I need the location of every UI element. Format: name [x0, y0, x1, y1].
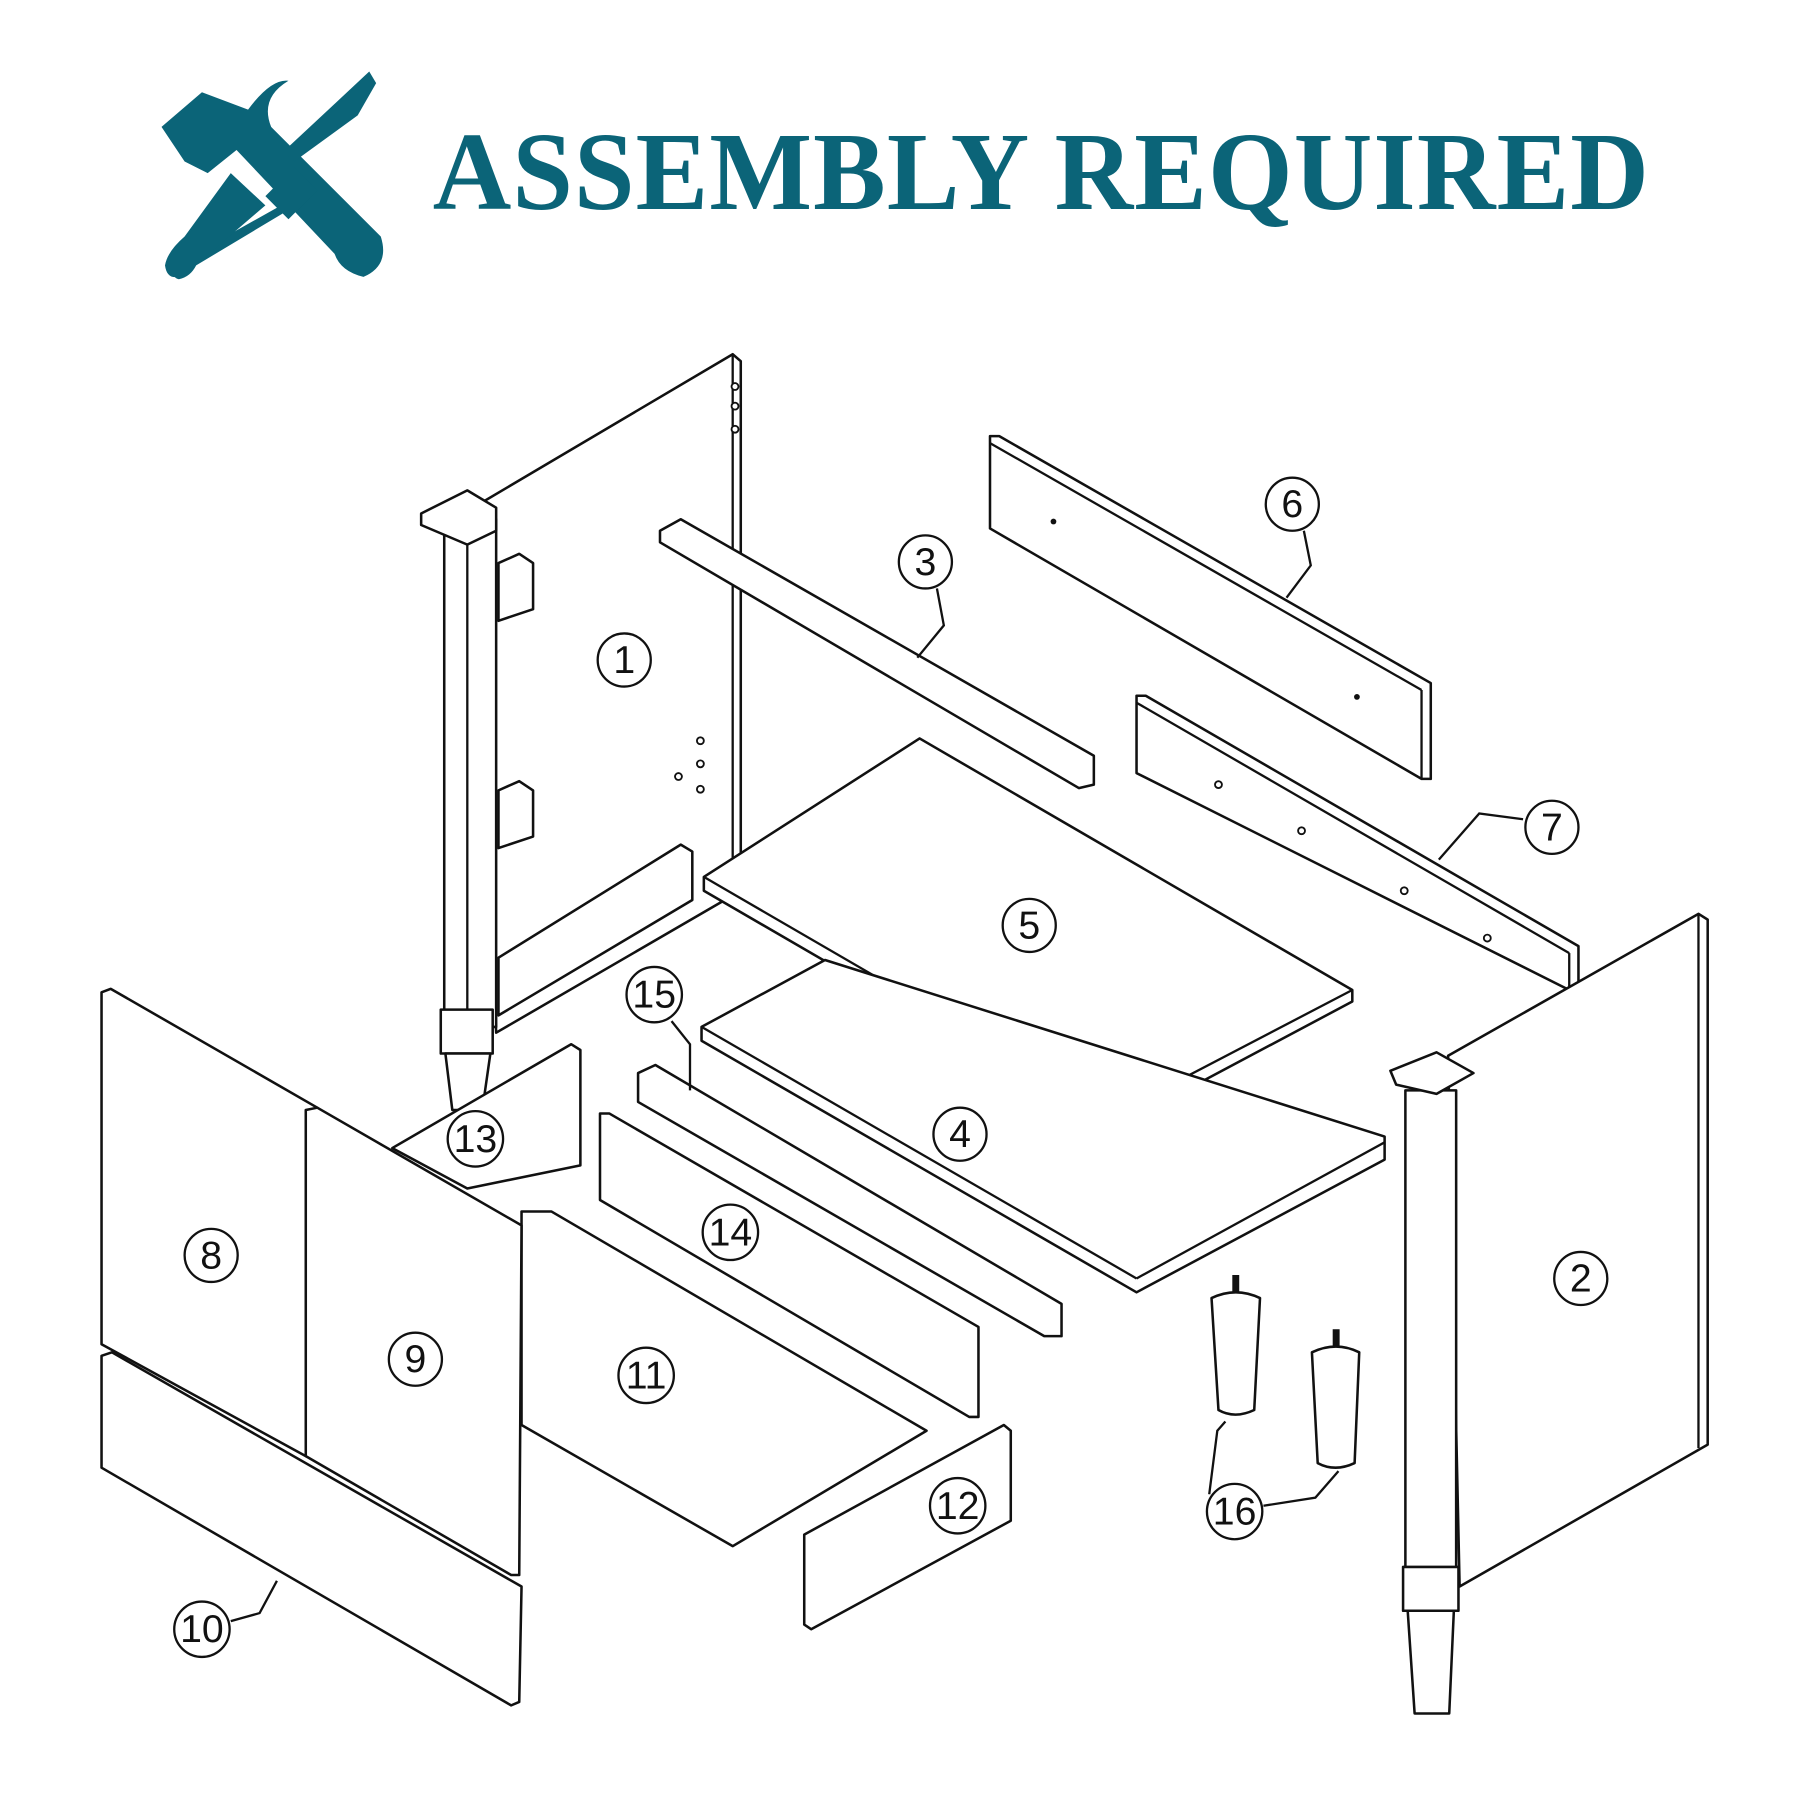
callout-15: 15 [625, 965, 684, 1024]
part-2-right-side-panel [1389, 912, 1709, 1715]
callout-14: 14 [701, 1203, 760, 1262]
part-16-feet [1210, 1275, 1361, 1469]
part-14-drawer-side [598, 1112, 980, 1419]
callout-4: 4 [932, 1106, 988, 1162]
part-number: 6 [1281, 482, 1303, 526]
part-1-left-side-panel [419, 352, 743, 1112]
callout-2: 2 [1553, 1250, 1609, 1307]
leader-lines [230, 530, 1524, 1623]
page-title: ASSEMBLY REQUIRED [433, 110, 1650, 233]
part-number: 3 [914, 540, 936, 584]
callout-7: 7 [1524, 799, 1580, 855]
callout-12: 12 [928, 1476, 987, 1535]
callout-10: 10 [173, 1600, 231, 1659]
part-6-back-board [988, 434, 1433, 781]
callout-3: 3 [897, 534, 954, 590]
part-number: 9 [404, 1337, 426, 1381]
part-number: 12 [936, 1484, 980, 1528]
callout-11: 11 [617, 1346, 675, 1405]
part-number: 14 [709, 1210, 753, 1254]
part-number: 13 [454, 1117, 498, 1161]
part-number: 11 [626, 1353, 667, 1397]
part-number: 2 [1570, 1256, 1592, 1300]
part-number: 16 [1213, 1490, 1257, 1534]
part-12-drawer-side [802, 1423, 1013, 1631]
callout-1: 1 [596, 632, 652, 688]
part-number: 1 [613, 638, 635, 682]
part-number: 7 [1541, 805, 1563, 849]
callout-9: 9 [387, 1331, 444, 1387]
callout-13: 13 [446, 1110, 505, 1168]
part-number: 4 [949, 1112, 971, 1156]
part-3-rail [658, 517, 1096, 790]
callout-6: 6 [1264, 476, 1320, 532]
part-number: 8 [200, 1233, 222, 1277]
part-10-drawer-front [100, 1351, 523, 1707]
callout-8: 8 [183, 1227, 239, 1284]
part-4-bottom-shelf [700, 958, 1386, 1294]
part-number: 5 [1018, 903, 1040, 947]
part-15-rail [636, 1063, 1063, 1338]
callout-5: 5 [1001, 897, 1057, 954]
part-number: 10 [180, 1607, 224, 1651]
hammer-screwdriver-icon [161, 71, 384, 280]
part-number: 15 [632, 973, 676, 1017]
callout-16: 16 [1205, 1482, 1264, 1541]
